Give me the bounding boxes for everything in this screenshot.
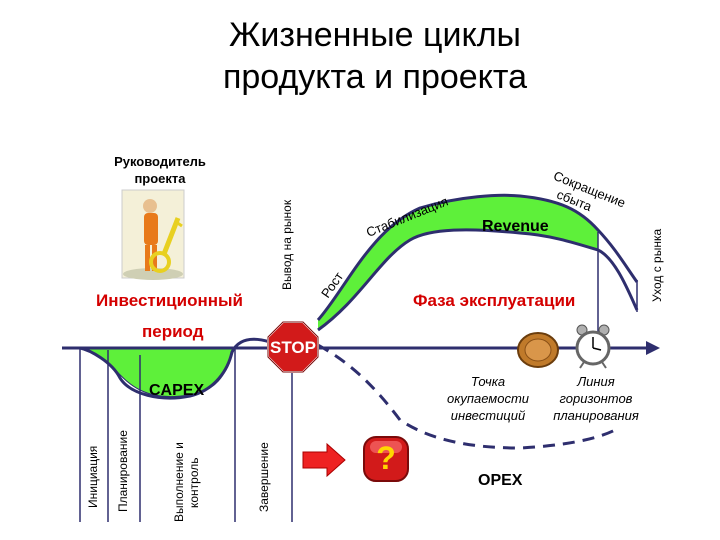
market-exit-label: Уход с рынка (650, 228, 664, 302)
opex-label: OPEX (478, 472, 523, 489)
capex-label: CAPEX (149, 382, 205, 399)
page-title: Жизненные циклы продукта и проекта (0, 14, 720, 98)
revenue-lower-curve (317, 228, 639, 332)
question-button-icon (363, 436, 409, 482)
payback-line-1: Точка (470, 374, 506, 389)
phase-closing: Завершение (257, 442, 271, 512)
revenue-upper-curve (316, 193, 639, 322)
phase-execution-line-1: Выполнение и (172, 442, 186, 522)
market-entry-label: Вывод на рынок (280, 199, 294, 290)
title-line-1: Жизненные циклы (228, 16, 521, 54)
phase-initiation: Инициация (86, 445, 100, 508)
question-text: ? (376, 440, 396, 476)
horizon-line-2: горизонтов (559, 391, 633, 406)
operation-phase-label: Фаза эксплуатации (413, 291, 576, 310)
planning-horizon-label: Линия горизонтов планирования (546, 373, 646, 424)
time-axis-arrowhead (646, 341, 660, 355)
payback-point-label: Точка окупаемости инвестиций (440, 373, 536, 424)
horizon-line-3: планирования (553, 408, 639, 423)
red-arrow-icon (302, 442, 346, 478)
stop-sign-icon (267, 321, 319, 373)
horizon-line-1: Линия (577, 374, 615, 389)
investment-period-line-1: Инвестиционный (96, 291, 243, 310)
project-manager-figure (121, 189, 185, 280)
phase-execution: Выполнение и контроль (172, 442, 202, 522)
payback-line-3: инвестиций (450, 408, 526, 423)
coin-icon (517, 332, 559, 368)
investment-period-line-2: период (142, 322, 204, 341)
revenue-area (318, 195, 598, 330)
phase-execution-line-2: контроль (187, 457, 201, 508)
phase-planning: Планирование (116, 430, 130, 512)
stop-text: STOP (270, 338, 316, 357)
alarm-clock-icon (575, 324, 611, 369)
manager-label: Руководитель проекта (114, 154, 206, 186)
payback-line-2: окупаемости (446, 391, 530, 406)
opex-curve (317, 343, 616, 450)
title-line-2: продукта и проекта (222, 58, 528, 96)
revenue-label: Revenue (482, 218, 549, 235)
